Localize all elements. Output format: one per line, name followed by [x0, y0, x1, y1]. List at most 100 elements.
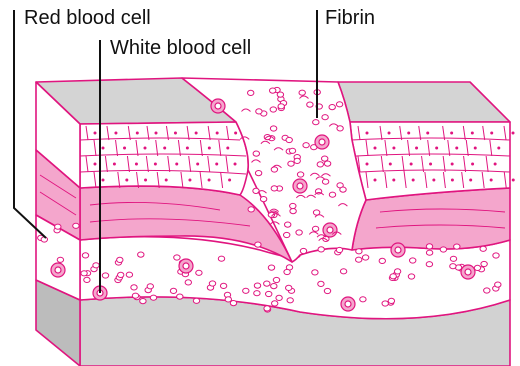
red-blood-cell — [300, 248, 306, 253]
red-blood-cell — [474, 265, 480, 270]
cell-nucleus — [176, 163, 178, 165]
cell-nucleus — [113, 163, 115, 165]
white-blood-cell-nucleus — [215, 103, 221, 109]
cell-nucleus — [102, 179, 104, 181]
cell-nucleus — [234, 163, 236, 165]
red-blood-cell — [138, 252, 144, 257]
red-blood-cell — [218, 256, 224, 261]
white-blood-cell-nucleus — [183, 263, 189, 269]
red-blood-cell — [318, 281, 324, 286]
red-blood-cell — [289, 148, 295, 153]
red-blood-cell — [318, 247, 324, 252]
cell-nucleus — [174, 132, 176, 134]
cell-nucleus — [126, 179, 128, 181]
red-blood-cell — [284, 269, 290, 274]
red-blood-cell — [266, 291, 272, 296]
white-blood-cell-nucleus — [465, 269, 471, 275]
red-blood-cell — [362, 255, 368, 260]
red-blood-cell — [495, 282, 501, 287]
cell-nucleus — [229, 179, 231, 181]
red-blood-cell — [255, 242, 261, 247]
cell-nucleus — [374, 147, 376, 149]
cell-nucleus — [393, 179, 395, 181]
red-blood-cell — [426, 262, 432, 267]
cell-nucleus — [208, 179, 210, 181]
red-blood-cell — [493, 253, 499, 258]
red-blood-cell — [426, 250, 432, 255]
cell-nucleus — [436, 147, 438, 149]
red-blood-cell — [271, 167, 277, 172]
red-blood-cell — [322, 156, 328, 161]
cell-nucleus — [216, 132, 218, 134]
cell-nucleus — [410, 163, 412, 165]
white-blood-cell-nucleus — [345, 301, 351, 307]
cell-nucleus — [456, 147, 458, 149]
cell-nucleus — [195, 132, 197, 134]
cell-nucleus — [474, 147, 476, 149]
white-blood-cell-nucleus — [395, 247, 401, 253]
red-blood-cell — [248, 207, 254, 212]
red-blood-cell — [177, 294, 183, 299]
red-blood-cell — [290, 203, 296, 208]
cell-nucleus — [165, 179, 167, 181]
cell-nucleus — [135, 163, 137, 165]
cell-nucleus — [470, 179, 472, 181]
cell-nucleus — [388, 132, 390, 134]
red-blood-cell — [388, 298, 394, 303]
red-blood-cell — [117, 257, 123, 262]
red-blood-cell — [360, 297, 366, 302]
red-blood-cell — [255, 171, 261, 176]
cell-nucleus — [102, 147, 104, 149]
red-blood-cell — [102, 273, 108, 278]
cell-nucleus — [136, 132, 138, 134]
red-blood-cell — [329, 105, 335, 110]
red-blood-cell — [336, 102, 342, 107]
red-blood-cell — [379, 258, 385, 263]
cell-nucleus — [491, 132, 493, 134]
red-blood-cell — [272, 301, 278, 306]
red-blood-cell — [271, 186, 277, 191]
cell-nucleus — [408, 132, 410, 134]
cell-nucleus — [412, 179, 414, 181]
red-blood-cell — [312, 270, 318, 275]
red-blood-cell — [484, 288, 490, 293]
red-blood-cell — [426, 244, 432, 249]
red-blood-cell — [243, 288, 249, 293]
red-blood-cell — [273, 277, 279, 282]
cell-nucleus — [490, 179, 492, 181]
red-blood-cell — [270, 126, 276, 131]
label-red-blood-cell: Red blood cell — [24, 8, 151, 28]
cell-nucleus — [186, 147, 188, 149]
red-blood-cell — [307, 102, 313, 107]
red-blood-cell — [440, 247, 446, 252]
cell-nucleus — [366, 163, 368, 165]
cell-nucleus — [115, 132, 117, 134]
red-blood-cell — [220, 283, 226, 288]
cell-nucleus — [471, 132, 473, 134]
cell-nucleus — [451, 163, 453, 165]
red-blood-cell — [313, 120, 319, 125]
cell-nucleus — [451, 179, 453, 181]
cell-nucleus — [430, 163, 432, 165]
red-blood-cell — [294, 158, 300, 163]
red-blood-cell — [356, 257, 362, 262]
cell-nucleus — [197, 163, 199, 165]
red-blood-cell — [73, 223, 79, 228]
red-blood-cell — [454, 244, 460, 249]
red-blood-cell — [254, 291, 260, 296]
red-blood-cell — [390, 274, 396, 279]
red-blood-cell — [481, 261, 487, 266]
red-blood-cell — [356, 249, 362, 254]
red-blood-cell — [132, 293, 138, 298]
red-blood-cell — [288, 161, 294, 166]
cell-nucleus — [189, 179, 191, 181]
red-blood-cell — [329, 192, 335, 197]
red-blood-cell — [276, 295, 282, 300]
white-blood-cell-nucleus — [297, 183, 303, 189]
cell-nucleus — [227, 147, 229, 149]
red-blood-cell — [268, 265, 274, 270]
red-blood-cell — [287, 298, 293, 303]
red-blood-cell — [118, 272, 124, 277]
red-blood-cell — [264, 281, 270, 286]
red-blood-cell — [147, 284, 153, 289]
